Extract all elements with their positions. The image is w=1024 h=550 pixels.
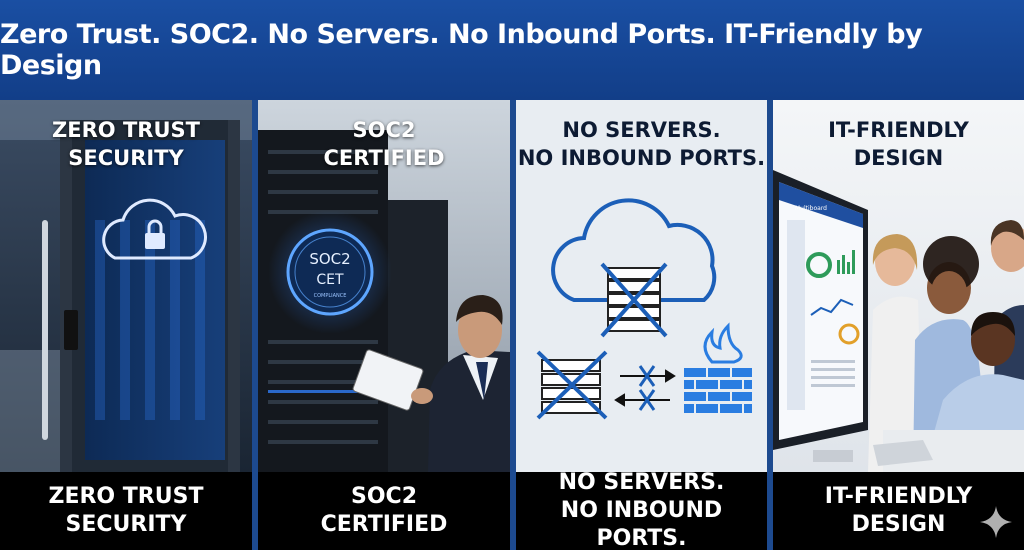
panel-heading: SOC2 CERTIFIED <box>323 118 445 170</box>
screen-title: Multiboard <box>795 205 827 212</box>
panel-caption: IT-FRIENDLY DESIGN <box>773 472 1024 550</box>
panel-no-servers: NO SERVERS. NO INBOUND PORTS. NO SERVERS… <box>516 100 767 550</box>
banner: Zero Trust. SOC2. No Servers. No Inbound… <box>0 0 1024 100</box>
cloud-lock-icon <box>102 198 207 260</box>
panel-it-friendly: Multiboard <box>773 100 1024 550</box>
firewall-fire-icon <box>684 322 752 413</box>
arrows-crossed-icon <box>614 365 676 411</box>
panel-row: ZERO TRUST SECURITY ZERO TRUST SECURITY <box>0 100 1024 550</box>
server-room-scene <box>0 100 252 472</box>
no-servers-illustration <box>516 100 767 472</box>
datacenter-scene: SOC2 CET COMPLIANCE <box>258 100 510 472</box>
monitor: Multiboard <box>773 170 868 462</box>
server-crossed-icon <box>600 262 668 338</box>
panel-heading: ZERO TRUST SECURITY <box>52 118 200 170</box>
panel-heading: NO SERVERS. NO INBOUND PORTS. <box>517 118 766 170</box>
badge-title: SOC2 <box>309 250 350 268</box>
office-team-scene: Multiboard <box>773 100 1024 472</box>
panel-caption: SOC2 CERTIFIED <box>258 472 510 550</box>
banner-title: Zero Trust. SOC2. No Servers. No Inbound… <box>0 19 923 81</box>
badge-subtitle: CET <box>316 272 344 288</box>
panel-zero-trust: ZERO TRUST SECURITY ZERO TRUST SECURITY <box>0 100 252 550</box>
panel-soc2: SOC2 CET COMPLIANCE SOC2 CERTIFIED SOC2 … <box>258 100 510 550</box>
badge-note: COMPLIANCE <box>314 293 347 299</box>
sparkle-icon <box>980 506 1012 538</box>
panel-heading: IT-FRIENDLY DESIGN <box>828 118 969 170</box>
server-crossed-icon <box>536 350 608 420</box>
panel-caption: ZERO TRUST SECURITY <box>0 472 252 550</box>
cloud-icon <box>551 198 717 302</box>
panel-caption: NO SERVERS. NO INBOUND PORTS. <box>516 470 767 550</box>
